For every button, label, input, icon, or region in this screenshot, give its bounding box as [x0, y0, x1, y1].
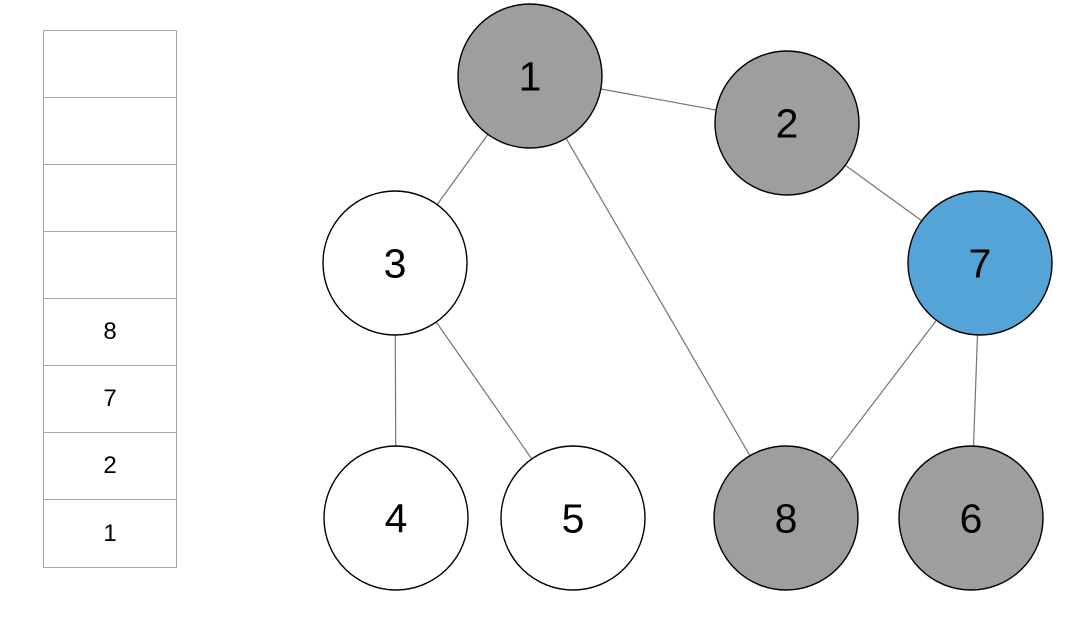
- stack-cell: [44, 232, 176, 299]
- graph-node-2: 2: [714, 50, 860, 196]
- graph-node-circle: [714, 50, 860, 196]
- graph-node-5: 5: [500, 445, 646, 591]
- graph-node-8: 8: [713, 445, 859, 591]
- graph-node-1: 1: [457, 3, 603, 149]
- graph-node-circle: [500, 445, 646, 591]
- stack-cell: 7: [44, 366, 176, 433]
- graph-node-label: 7: [969, 240, 992, 286]
- graph-node-label: 3: [384, 240, 407, 286]
- graph-node-circle: [322, 190, 468, 336]
- graph-node-label: 4: [385, 495, 408, 541]
- graph-node-circle: [457, 3, 603, 149]
- stack-panel: 8 7 2 1: [43, 30, 177, 568]
- graph-edges: [394, 75, 981, 519]
- stack-cell: [44, 98, 176, 165]
- graph-node-circle: [898, 445, 1044, 591]
- stack-cell: 2: [44, 433, 176, 500]
- graph-node-circle: [713, 445, 859, 591]
- graph-node-label: 5: [562, 495, 585, 541]
- graph-node-label: 2: [776, 100, 799, 146]
- graph-node-label: 8: [775, 495, 798, 541]
- graph-node-6: 6: [898, 445, 1044, 591]
- graph-node-circle: [323, 445, 469, 591]
- stack-cell: 1: [103, 519, 117, 547]
- graph-node-label: 1: [519, 53, 542, 99]
- stack-cell: [44, 31, 176, 98]
- graph-node-label: 6: [960, 495, 983, 541]
- graph-node-4: 4: [323, 445, 469, 591]
- graph-node-7: 7: [907, 190, 1053, 336]
- stack-cell: 8: [44, 299, 176, 366]
- graph-node-circle: [907, 190, 1053, 336]
- graph-node-3: 3: [322, 190, 468, 336]
- stack-cell: [44, 165, 176, 232]
- graph-nodes: 1 2 3 4 5 6 7 8: [322, 3, 1053, 591]
- graph-edge-1-8: [529, 75, 787, 519]
